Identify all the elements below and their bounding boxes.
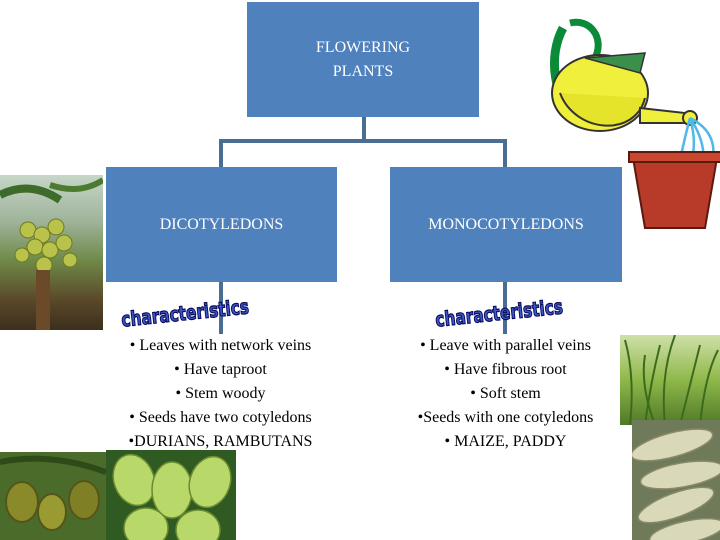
coconut-tree-photo	[0, 175, 103, 330]
dicot-characteristics-box: • Leaves with network veins • Have tapro…	[103, 334, 338, 450]
connector-left-lower	[219, 282, 223, 334]
connector-left-drop	[219, 139, 223, 167]
monocot-item: • Leave with parallel veins	[420, 337, 591, 354]
characteristics-text-left: characteristics	[120, 294, 250, 330]
characteristics-wordart-right: characteristics	[434, 294, 565, 330]
watering-can-clipart	[549, 18, 720, 229]
monocot-item: •Seeds with one cotyledons	[417, 409, 594, 426]
root-label-line2: PLANTS	[332, 62, 394, 80]
dicotyledons-label: DICOTYLEDONS	[159, 215, 284, 233]
monocotyledons-label: MONOCOTYLEDONS	[428, 215, 584, 233]
dicot-item: • Have taproot	[174, 361, 267, 378]
dicot-item: • Leaves with network veins	[129, 337, 312, 354]
dicot-item: • Stem woody	[175, 385, 266, 402]
monocot-item: • Have fibrous root	[444, 361, 567, 378]
connector-root-stem	[362, 117, 366, 141]
connector-right-lower	[503, 282, 507, 334]
node-dicotyledons: DICOTYLEDONS	[106, 167, 337, 282]
dicot-item: • Seeds have two cotyledons	[129, 409, 312, 426]
root-node-flowering-plants: FLOWERING PLANTS	[247, 2, 479, 117]
monocot-item: • MAIZE, PADDY	[444, 433, 567, 450]
monocot-item: • Soft stem	[470, 385, 541, 402]
paddy-grass-photo	[620, 335, 720, 425]
durian-photo	[0, 452, 106, 540]
dicot-item: •DURIANS, RAMBUTANS	[128, 433, 313, 450]
mango-photo	[106, 450, 236, 540]
monocot-characteristics-box: • Leave with parallel veins • Have fibro…	[393, 334, 618, 450]
characteristics-wordart-left: characteristics	[120, 294, 251, 330]
connector-horizontal	[220, 139, 506, 143]
root-label-line1: FLOWERING	[315, 38, 411, 56]
characteristics-text-right: characteristics	[434, 294, 564, 330]
maize-photo	[632, 420, 720, 540]
connector-right-drop	[503, 139, 507, 167]
node-monocotyledons: MONOCOTYLEDONS	[390, 167, 622, 282]
